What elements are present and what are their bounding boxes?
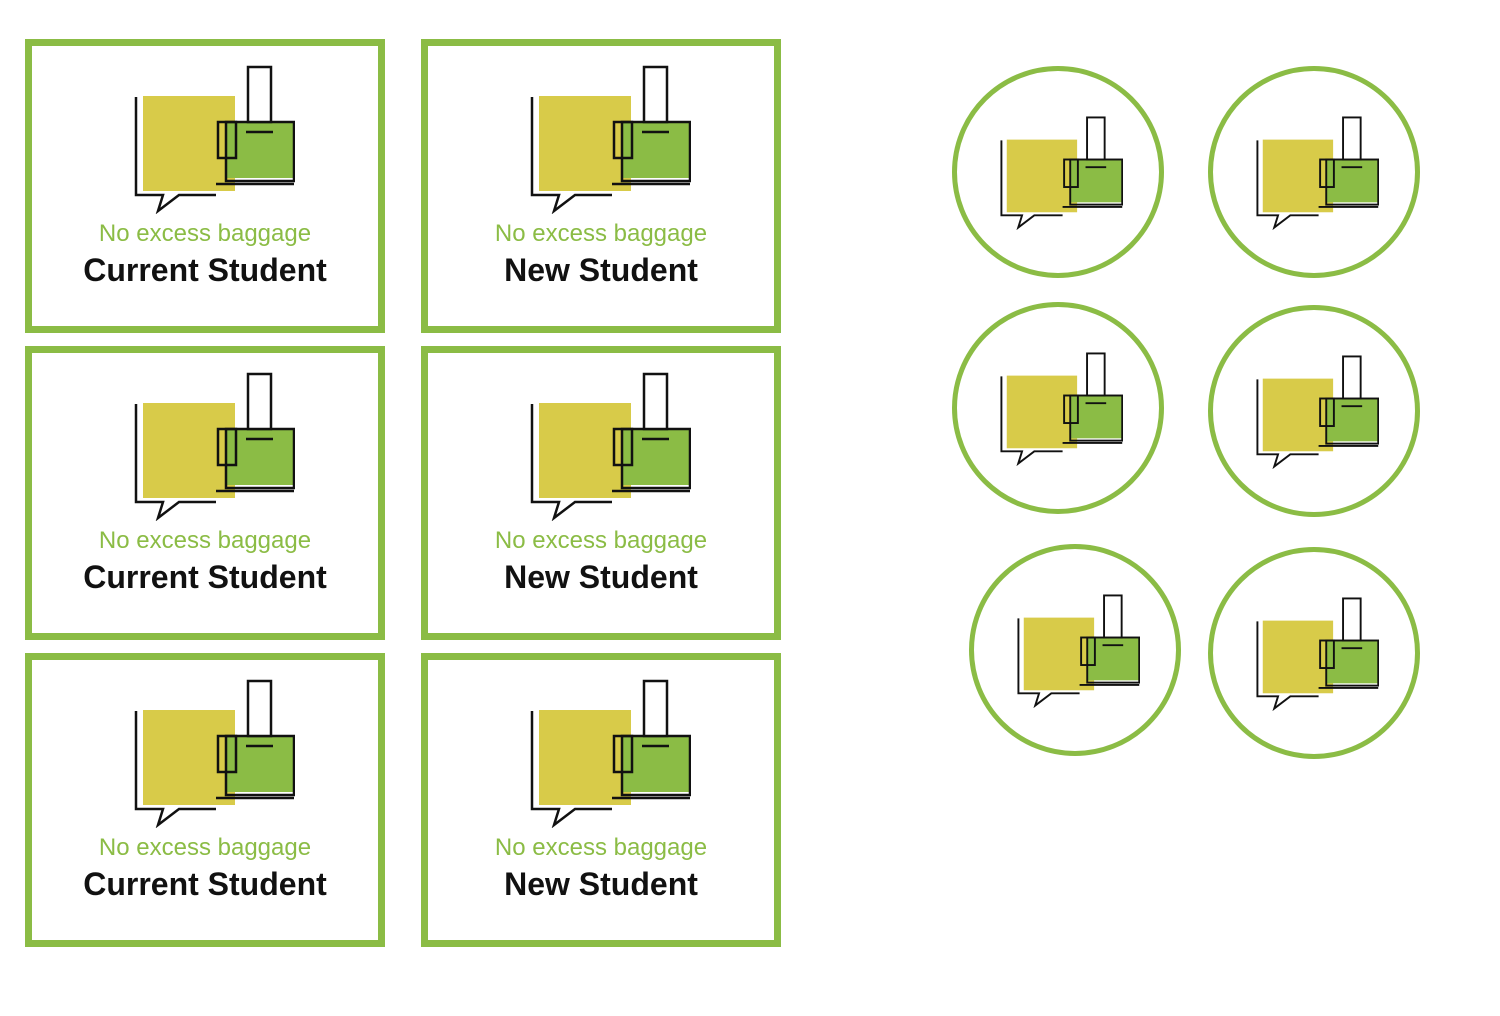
tagline: No excess baggage [494,834,708,861]
speech-bubble-luggage-icon [521,371,691,521]
label-card-current-student: No excess baggage Current Student [25,653,385,947]
speech-bubble-luggage-icon [993,351,1123,466]
tagline: No excess baggage [494,527,708,554]
speech-bubble-luggage-icon [1249,115,1379,230]
tagline: No excess baggage [98,220,312,247]
student-type: Current Student [83,559,327,595]
round-badge [969,544,1181,756]
round-badge [952,302,1164,514]
label-card-new-student: No excess baggage New Student [421,39,781,333]
student-type: New Student [504,866,698,902]
speech-bubble-luggage-icon [993,115,1123,230]
label-card-new-student: No excess baggage New Student [421,346,781,640]
speech-bubble-luggage-icon [521,678,691,828]
round-badge [1208,66,1420,278]
tagline: No excess baggage [98,527,312,554]
student-type: New Student [504,559,698,595]
speech-bubble-luggage-icon [1249,354,1379,469]
tagline: No excess baggage [494,220,708,247]
round-badge [1208,547,1420,759]
speech-bubble-luggage-icon [125,64,295,214]
speech-bubble-luggage-icon [125,371,295,521]
tagline: No excess baggage [98,834,312,861]
label-card-new-student: No excess baggage New Student [421,653,781,947]
label-card-current-student: No excess baggage Current Student [25,39,385,333]
speech-bubble-luggage-icon [125,678,295,828]
round-badge [952,66,1164,278]
label-card-current-student: No excess baggage Current Student [25,346,385,640]
round-badge [1208,305,1420,517]
speech-bubble-luggage-icon [521,64,691,214]
student-type: Current Student [83,866,327,902]
speech-bubble-luggage-icon [1249,596,1379,711]
student-type: New Student [504,252,698,288]
student-type: Current Student [83,252,327,288]
speech-bubble-luggage-icon [1010,593,1140,708]
